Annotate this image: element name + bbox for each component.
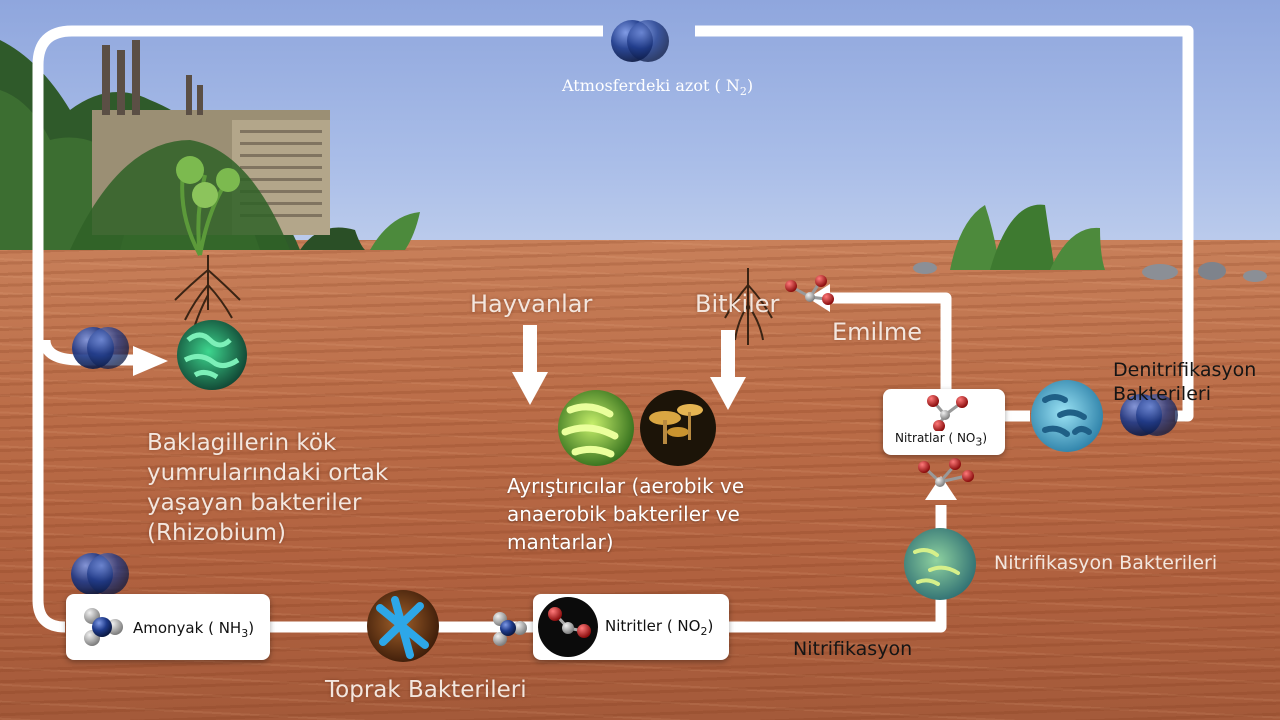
- absorption-label: Emilme: [832, 318, 922, 346]
- decomposer-bacteria-icon: [558, 390, 634, 466]
- nitrites-box: Nitritler ( NO2): [533, 594, 729, 660]
- denitrification-bacteria-label: Denitrifikasyon Bakterileri: [1113, 358, 1278, 406]
- plants-label: Bitkiler: [695, 290, 779, 318]
- animals-label: Hayvanlar: [470, 290, 592, 318]
- nitrification-label: Nitrifikasyon: [793, 638, 912, 660]
- nitrates-box: Nitratlar ( NO3): [883, 389, 1005, 455]
- n2-molecule-rhizobium: [72, 327, 129, 369]
- n2-molecule-top: [611, 20, 669, 62]
- rhizobium-label: Baklagillerin kök yumrularındaki ortak y…: [147, 428, 467, 548]
- ammonia-box: Amonyak ( NH3): [66, 594, 270, 660]
- nitrate-molecule-icon: [923, 391, 983, 431]
- nitrate-molecule-arrow-icon: [918, 458, 974, 487]
- fungi-icon: [640, 390, 716, 466]
- atmospheric-nitrogen-label: Atmosferdeki azot ( N2): [562, 76, 753, 98]
- ammonia-label: Amonyak ( NH3): [133, 619, 254, 640]
- soil-bacteria-icon: [367, 590, 439, 662]
- right-vegetation: [913, 205, 1267, 282]
- ammonia-molecule-icon: [70, 594, 130, 660]
- rhizobium-bacteria-icon: [177, 320, 247, 390]
- nitrite-molecule-icon: [535, 594, 605, 660]
- nitrates-label: Nitratlar ( NO3): [895, 431, 987, 448]
- nitrites-label: Nitritler ( NO2): [605, 617, 713, 638]
- nitrification-bacteria-icon: [904, 528, 976, 600]
- n2-molecule-ammonia: [71, 553, 129, 595]
- nitrification-bacteria-label: Nitrifikasyon Bakterileri: [994, 552, 1217, 574]
- decomposers-label: Ayrıştırıcılar (aerobik ve anaerobik bak…: [507, 472, 837, 556]
- denitrification-bacteria-icon: [1031, 380, 1103, 452]
- soil-bacteria-label: Toprak Bakterileri: [325, 677, 527, 703]
